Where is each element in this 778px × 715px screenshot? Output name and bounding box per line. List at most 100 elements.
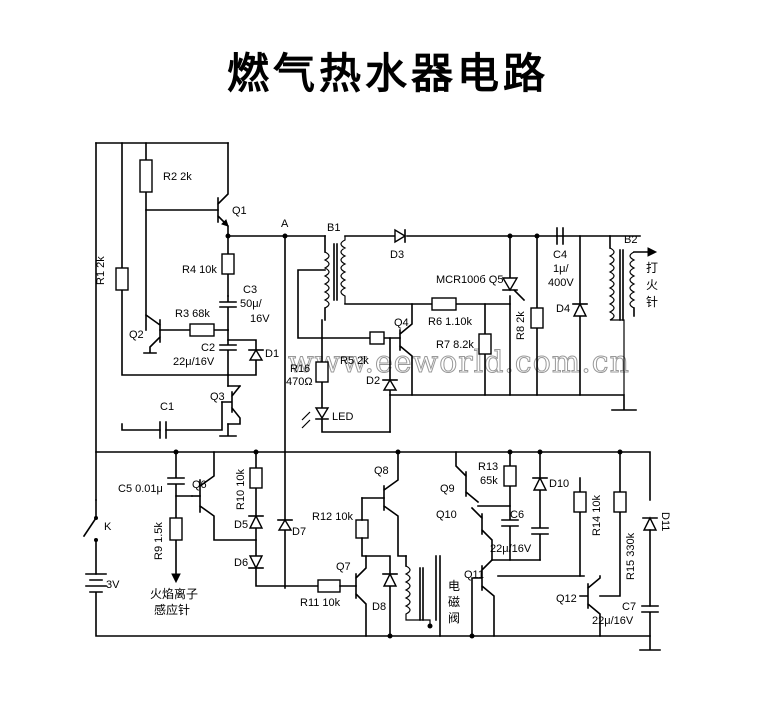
r7-resistor [478, 333, 492, 355]
d5-diode [248, 514, 264, 529]
led-diode [314, 407, 330, 420]
d6-diode [248, 555, 264, 570]
b2-label: B2 [624, 234, 637, 246]
q4-transistor [398, 303, 413, 396]
d3-label: D3 [390, 249, 404, 261]
d10-label: D10 [549, 478, 569, 490]
r16-resistor [315, 361, 329, 383]
r9-resistor [169, 517, 183, 541]
r4-label: R4 10k [182, 264, 217, 276]
d11-diode [642, 516, 658, 531]
d10-diode [532, 476, 548, 491]
b2-secondary-coil [629, 251, 636, 309]
q8-transistor [382, 451, 407, 557]
q2-label: Q2 [129, 329, 144, 341]
ignition-needle-label-3: 针 [646, 294, 658, 309]
q2-transistor [143, 313, 162, 354]
r10-resistor [249, 467, 263, 489]
c3-value: 50μ/ [240, 298, 263, 310]
switch-k-label: K [104, 521, 112, 533]
c3-label: C3 [243, 284, 257, 296]
q9-label: Q9 [440, 483, 455, 495]
r5-resistor [369, 331, 385, 345]
b1-secondary-coil [340, 236, 347, 304]
r3-label: R3 68k [175, 308, 210, 320]
q1-label: Q1 [232, 205, 247, 217]
r7-label: R7 8.2k [436, 339, 474, 351]
d11-label: D11 [659, 512, 671, 531]
diagram-title: 燃气热水器电路 [227, 49, 549, 98]
r11-label: R11 10k [300, 597, 341, 609]
d4-label: D4 [556, 303, 570, 315]
battery-label: 3V [106, 579, 120, 591]
q9-transistor [455, 451, 480, 504]
r14-resistor [573, 491, 587, 513]
c4-label: C4 [553, 249, 567, 261]
c7-value: 22μ/16V [592, 615, 634, 627]
switch-k [82, 516, 98, 575]
q11-label: Q11 [464, 569, 484, 581]
q6-label: Q6 [192, 479, 207, 491]
r11-resistor [317, 579, 341, 593]
c5-label: C5 0.01μ [118, 483, 163, 495]
d7-label: D7 [292, 526, 306, 538]
c2-label: C2 [201, 342, 215, 354]
d2-diode [382, 378, 398, 391]
q3-transistor [221, 384, 242, 425]
ignition-needle-label-2: 火 [646, 278, 658, 292]
r1-label: R1 2k [95, 256, 107, 285]
flame-sensor-label-2: 感应针 [154, 602, 190, 617]
r15-resistor [613, 491, 627, 513]
valve-label-1: 电 [448, 579, 460, 593]
b2-primary-coil [608, 247, 625, 395]
ignition-needle-label-1: 打 [646, 261, 658, 275]
c4-value: 1μ/ [553, 263, 569, 275]
r14-label: R14 10k [591, 495, 603, 536]
q7-label: Q7 [336, 561, 351, 573]
r13-value: 65k [480, 475, 498, 487]
d8-label: D8 [372, 601, 386, 613]
q11-transistor [471, 558, 495, 637]
q10-transistor [470, 506, 493, 561]
q8-label: Q8 [374, 465, 389, 477]
solenoid-valve-coil [404, 565, 431, 626]
c6-value: 22μ/16V [490, 543, 532, 555]
r3-resistor [189, 323, 215, 337]
r2-label: R2 2k [163, 171, 192, 183]
r1-resistor [115, 267, 129, 291]
valve-label-2: 磁 [448, 594, 460, 609]
r8-label: R8 2k [515, 311, 527, 340]
r12-resistor [355, 519, 369, 539]
r6-label: R6 1.10k [428, 316, 473, 328]
d1-diode [248, 348, 264, 361]
battery-3v [85, 573, 651, 637]
r16-label: R16 [290, 363, 310, 375]
r16-value: 470Ω [286, 376, 313, 388]
wire-mid-rail [95, 451, 651, 501]
q7-transistor [354, 555, 367, 637]
c3-voltage: 16V [250, 313, 270, 325]
d8-diode [382, 572, 398, 587]
d2-label: D2 [366, 375, 380, 387]
r10-label: R10 10k [235, 469, 247, 510]
d6-label: D6 [234, 557, 248, 569]
b1-primary-coil [323, 251, 330, 309]
r2-resistor [139, 159, 153, 193]
r5-label: R5 2k [340, 355, 369, 367]
c4-voltage: 400V [548, 277, 574, 289]
q4-label: Q4 [394, 317, 409, 329]
d4-diode [572, 302, 588, 317]
c7-label: C7 [622, 601, 636, 613]
r12-label: R12 10k [312, 511, 353, 523]
b1-label: B1 [327, 222, 340, 234]
d1-label: D1 [265, 348, 279, 360]
r9-label: R9 1.5k [153, 522, 165, 560]
r15-label: R15 330k [625, 532, 637, 580]
q3-label: Q3 [210, 391, 225, 403]
wire-upper-ground [389, 394, 637, 411]
mcr-label: MCR100б Q5 [436, 274, 503, 286]
d7-diode [277, 518, 293, 531]
r8-resistor [530, 307, 544, 329]
c1-label: C1 [160, 401, 174, 413]
r4-resistor [221, 253, 235, 275]
